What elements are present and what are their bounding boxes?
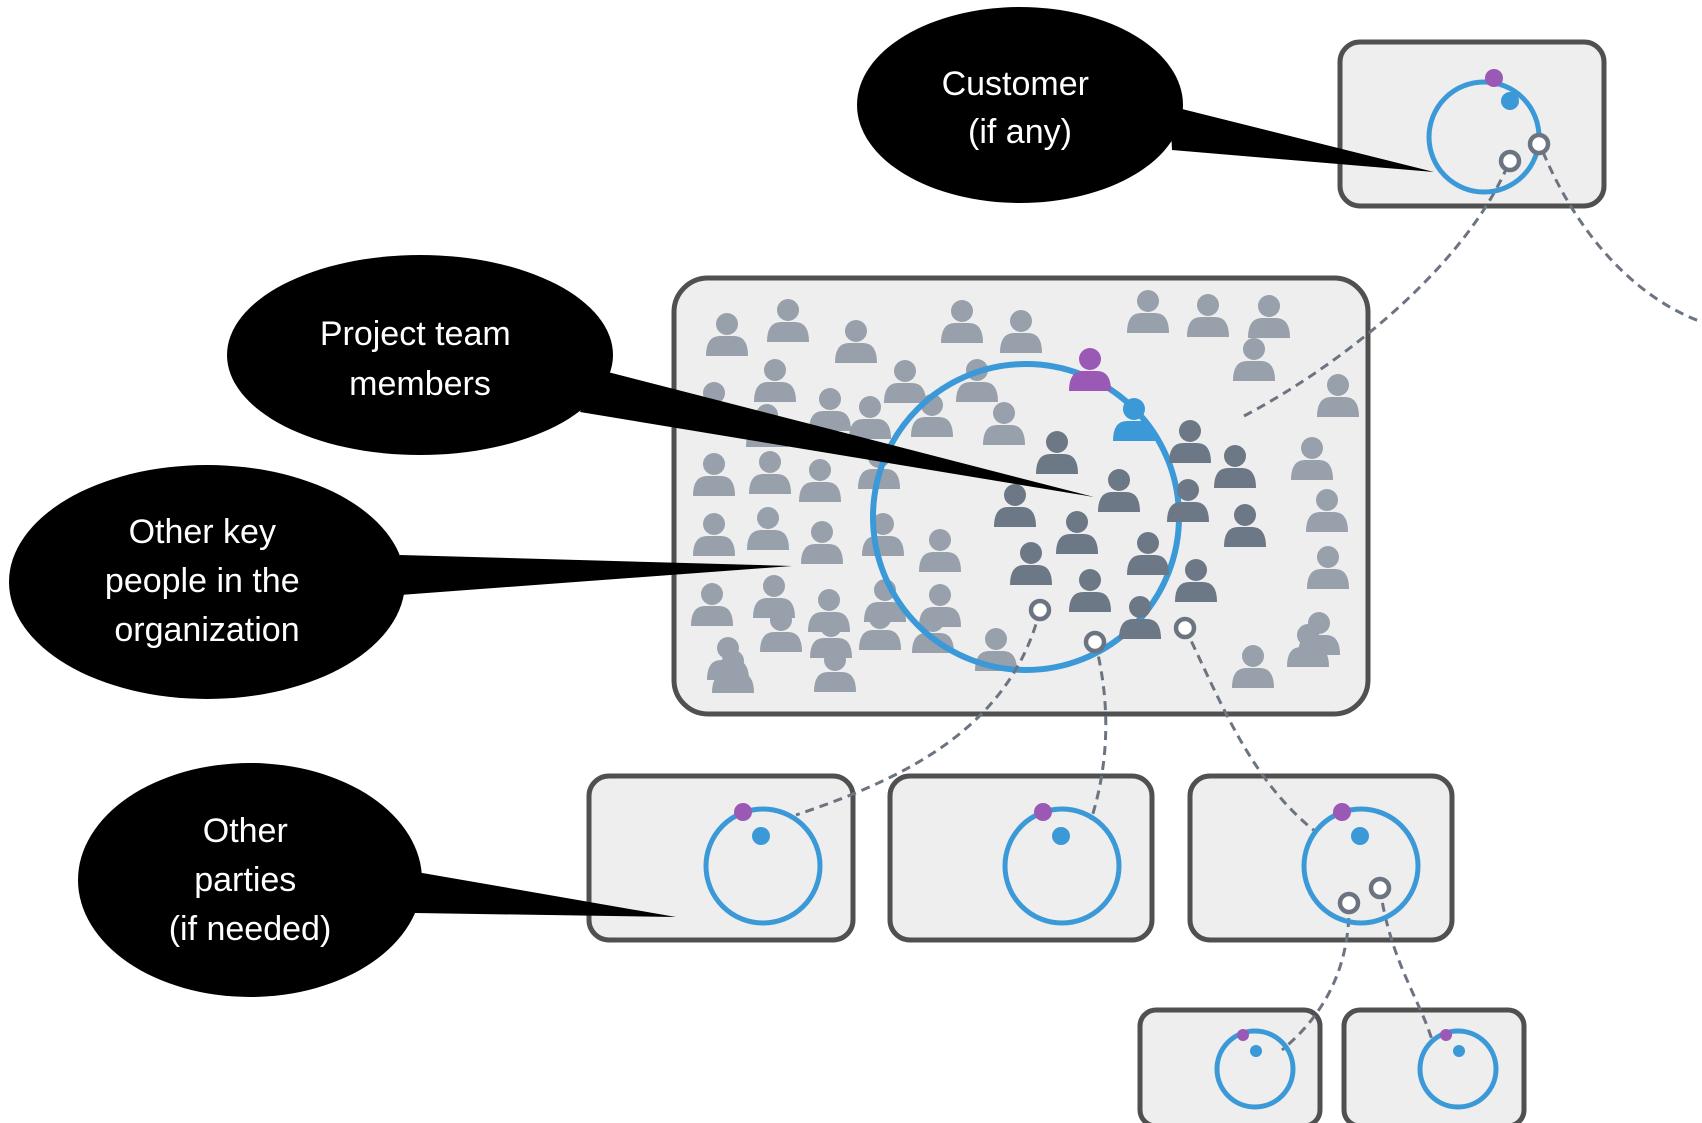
- party-3-leader-dot: [1333, 803, 1351, 821]
- party-1-member-dot: [752, 827, 770, 845]
- svg-text:Other key people in the: Other key people in the organization: [105, 513, 309, 649]
- party-2-member-dot: [1052, 827, 1070, 845]
- sub-party-2-leader-dot: [1440, 1029, 1452, 1041]
- svg-text:Customer (if any): Customer (if any): [942, 65, 1099, 151]
- customer-member-dot: [1501, 92, 1519, 110]
- party-1-leader-dot: [734, 803, 752, 821]
- key-people-callout: Other key people in the organization: [9, 465, 792, 699]
- party-2-ring: [1002, 806, 1122, 926]
- key-people-label-line-2: people in the: [105, 562, 300, 600]
- svg-text:Other parties (if: Other parties (if needed): [169, 812, 332, 948]
- port-icon: [1173, 616, 1197, 640]
- customer-leader-dot: [1485, 69, 1503, 87]
- connector-party3-to-sub-2: [1378, 887, 1434, 1041]
- customer-label-line-2: (if any): [968, 113, 1072, 151]
- other-party-box-3: [1187, 773, 1455, 943]
- key-people-label-line-1: Other key: [129, 513, 276, 551]
- customer-label-line-1: Customer: [942, 65, 1089, 103]
- other-parties-label-line-1: Other: [203, 812, 288, 850]
- port-icon: [1498, 149, 1522, 173]
- customer-callout: Customer (if any): [857, 7, 1434, 203]
- sub-party-1-ring: [1214, 1028, 1296, 1110]
- svg-text:Project team members: Project team members: [320, 315, 520, 403]
- project-team-callout: Project team members: [227, 255, 1094, 497]
- party-3-ring: [1301, 806, 1421, 926]
- connector-team-to-customer: [1243, 159, 1512, 418]
- connector-customer-out: [1541, 151, 1702, 324]
- port-icon: [1337, 891, 1361, 915]
- other-parties-callout: Other parties (if needed): [78, 763, 676, 997]
- key-people-label-line-3: organization: [114, 611, 299, 649]
- party-1-ring: [703, 806, 823, 926]
- other-parties-label-line-3: (if needed): [169, 910, 332, 948]
- party-3-member-dot: [1351, 827, 1369, 845]
- party-2-leader-dot: [1034, 803, 1052, 821]
- sub-party-1-member-dot: [1250, 1045, 1262, 1057]
- sub-party-2-member-dot: [1453, 1045, 1465, 1057]
- port-icon: [1527, 132, 1551, 156]
- sub-party-1-leader-dot: [1237, 1029, 1249, 1041]
- port-icon: [1368, 876, 1392, 900]
- connector-team-to-party-2: [1089, 641, 1108, 821]
- other-party-box-2: [887, 773, 1155, 943]
- other-party-box-1: [586, 773, 856, 943]
- connector-team-to-party-1: [795, 609, 1042, 817]
- sub-party-2-ring: [1417, 1028, 1499, 1110]
- port-icon: [1083, 630, 1107, 654]
- customer-box: [1337, 39, 1607, 209]
- port-icon: [1028, 598, 1052, 622]
- other-parties-label-line-2: parties: [194, 861, 296, 899]
- project-team-label-line-1: Project team: [320, 315, 511, 353]
- connector-team-to-party-3: [1183, 627, 1317, 834]
- project-team-label-line-2: members: [349, 365, 491, 403]
